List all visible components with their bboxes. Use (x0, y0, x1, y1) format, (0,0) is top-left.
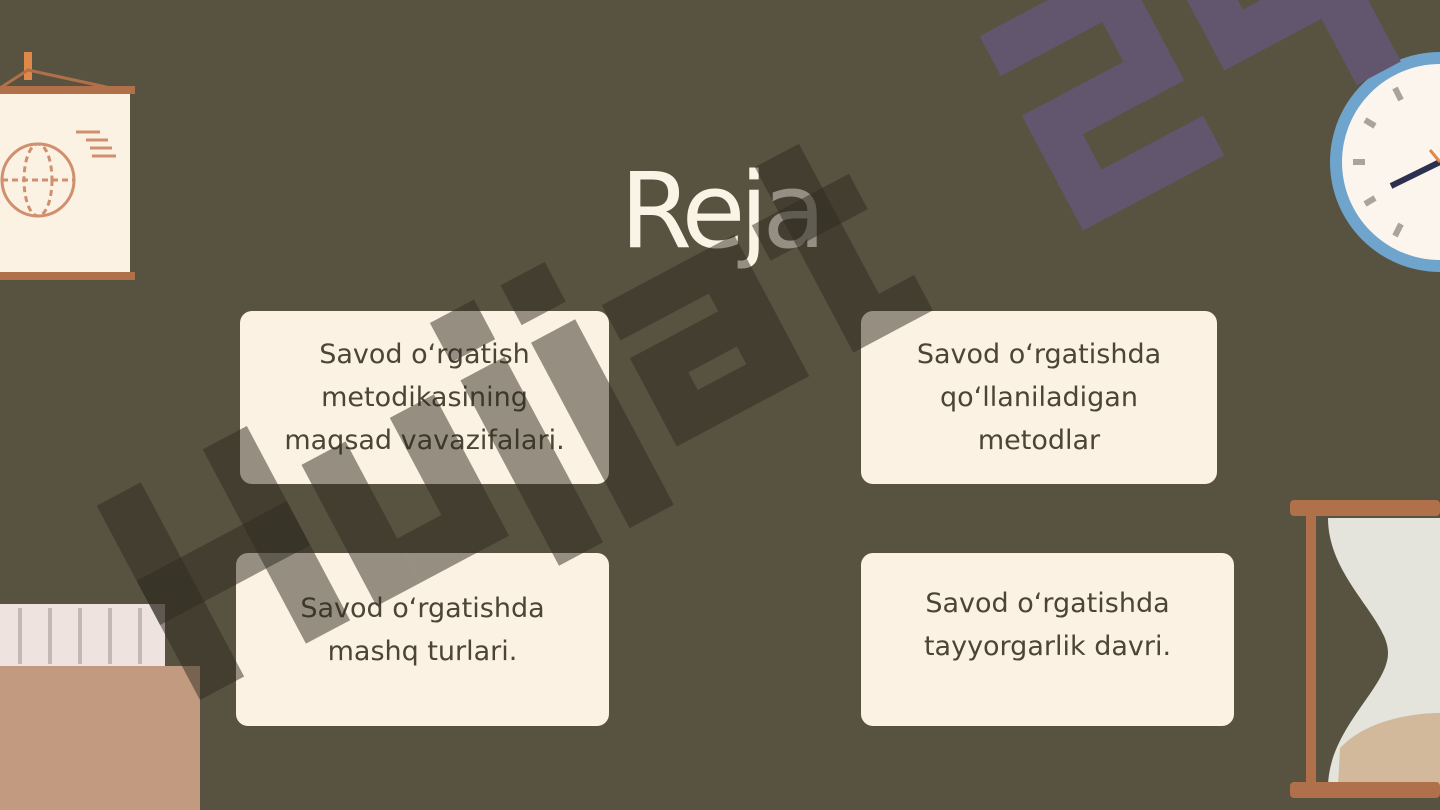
plan-item-4: Savod o‘rgatishda tayyorgarlik davri. (861, 553, 1234, 726)
slide-title: Reja (619, 150, 826, 272)
wall-chart-illustration (0, 52, 135, 280)
plan-item-2: Savod o‘rgatishda qo‘llaniladigan metodl… (861, 311, 1217, 484)
plan-item-3: Savod o‘rgatishda mashq turlari. (236, 553, 609, 726)
plan-item-1: Savod o‘rgatish metodikasining maqsad va… (240, 311, 609, 484)
hourglass-illustration (1290, 500, 1440, 798)
plan-item-text: Savod o‘rgatish metodikasining maqsad va… (284, 339, 565, 456)
plan-item-text: Savod o‘rgatishda tayyorgarlik davri. (923, 587, 1172, 662)
plan-item-text: Savod o‘rgatishda qo‘llaniladigan metodl… (916, 339, 1162, 456)
plan-item-text: Savod o‘rgatishda mashq turlari. (300, 592, 545, 667)
books-illustration (0, 604, 200, 810)
clock-illustration (1330, 52, 1440, 272)
